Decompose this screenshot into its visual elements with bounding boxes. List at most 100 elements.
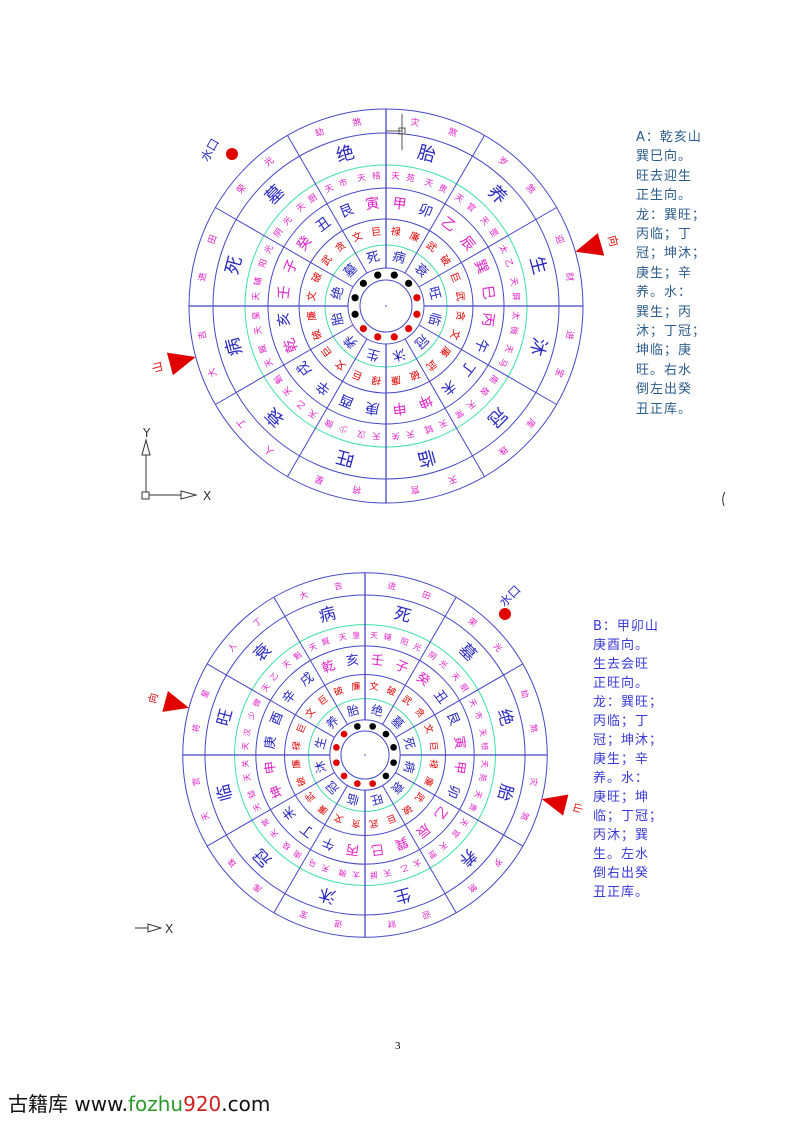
star-label: 光 [262,243,276,256]
outer-ring-label: 岁 [496,154,511,169]
star-label: 太 [496,243,510,256]
stage-label: 冠 [483,403,511,431]
star-label: 市 [473,710,485,721]
stage-label: 绝 [334,142,357,167]
star-label: 汉 [242,728,252,738]
star-label: 钺 [245,789,257,800]
marker-dot [390,759,397,766]
star-label: 厨 [307,192,320,205]
facing-label: 向 [146,692,161,705]
star-label: 南 [291,848,303,861]
marker-dot [390,333,398,341]
note-line: 倒左出癸 [636,382,693,398]
star-label: 常 [260,816,272,828]
nine-star-label: 文 [332,357,348,373]
marker-dot [340,730,348,738]
star-label: 微 [251,697,263,709]
star-label: 天 [242,773,252,783]
star-label: 常 [452,407,465,421]
star-label: 天 [391,172,401,183]
mountain-label: 甲 [391,196,407,214]
star-label: 南 [487,372,501,385]
marker-dot [405,279,413,287]
note-line: 巽生；丙 [636,304,693,320]
outer-ring-label: 灾 [528,777,539,787]
mountain-label: 巳 [370,841,385,858]
note-line: 养。水： [636,285,693,301]
nine-star-label: 武 [303,790,318,805]
mountain-label: 艮 [337,201,356,221]
outer-ring-label: 田 [421,589,432,601]
inner-stage-label: 旺 [425,285,443,301]
star-label: 官 [450,827,463,840]
marker-dot [369,780,376,787]
note-line: 临；丁冠； [593,809,664,824]
nine-star-label: 禄 [427,759,440,770]
mountain-label: 丑 [313,214,334,235]
compass-diagram-a: 灾煞岁煞迎财进宝库珠天宫将星人丁大吉进田荣光劫煞胎养生沐冠临旺衰病死墓绝天苑天贵… [150,108,622,504]
stage-label: 沐 [317,884,338,907]
star-label: 乙 [268,671,280,683]
star-label: 魁 [271,372,285,386]
nine-star-label: 破 [309,328,325,342]
star-label: 天 [370,631,379,641]
star-label: 天 [263,356,276,368]
marker-dot [359,325,367,333]
stage-label: 沐 [525,335,550,358]
radial-divider [418,324,557,405]
note-line: B：甲卯山 [593,619,659,634]
marker-dot [390,744,397,751]
outer-ring-label: 财 [387,918,397,929]
star-label: 天 [295,201,308,214]
nine-star-label: 文 [447,328,463,342]
nine-star-label: 文 [369,680,380,693]
star-label: 天 [423,178,435,190]
mountain-label: 午 [320,833,338,852]
outer-ring-label: 灾 [410,116,421,129]
notes-a: A：乾亥山巽巳向。旺去迎生正生向。龙：巽旺；丙临；丁冠；坤沐；庚生；辛养。水：巽… [636,128,706,419]
mountain-label: 申 [263,760,280,775]
footer-url-suffix: .com [221,1092,271,1116]
mountain-label: 乾 [320,658,338,677]
radial-divider [273,596,348,725]
nine-star-label: 文 [350,229,364,245]
mountain-label: 酉 [337,391,356,411]
facing-pointer-icon [575,233,605,256]
outer-ring-label: 进 [333,918,343,929]
marker-dot [333,744,340,751]
footer-site-name: 古籍库 [8,1092,68,1116]
star-label: 苑 [405,172,416,184]
marker-dot [340,772,348,780]
star-label: 天 [450,671,462,683]
star-label: 少 [337,422,349,434]
star-label: 天 [478,728,488,738]
notes-b: B：甲卯山庚酉向。生去会旺正旺向。龙：巽旺；丙临；丁冠；坤沐；庚生；辛养。水：庚… [593,617,663,902]
mountain-label: 乙 [438,214,459,235]
outer-ring-label: 吉 [333,580,343,591]
nine-star-label: 破 [385,684,398,699]
star-label: 苑 [478,773,489,783]
outer-ring-label: 大 [298,589,309,601]
nine-star-label: 武 [424,238,440,254]
mountain-label: 癸 [413,670,432,690]
stage-label: 衰 [250,639,275,664]
nine-star-label: 巨 [427,741,439,752]
mountain-label: 甲 [451,760,468,775]
note-line: 坤临；庚 [636,343,693,359]
star-label: 乙 [399,863,410,874]
mountain-label: 寅 [364,195,380,214]
nine-star-label: 文 [305,290,319,302]
radial-divider [395,772,524,847]
inner-stage-label: 沐 [391,345,407,363]
mountain-label: 辰 [457,233,478,254]
star-label: 关 [240,759,251,768]
radial-divider [382,596,457,725]
star-label: 天 [507,277,519,288]
star-label: 天 [473,789,484,800]
star-label: 马 [496,356,509,368]
star-label: 乙 [502,258,514,269]
radial-divider [382,785,457,914]
ring-circle [340,730,390,780]
radial-divider [404,338,485,477]
nine-star-label: 武 [424,357,440,373]
